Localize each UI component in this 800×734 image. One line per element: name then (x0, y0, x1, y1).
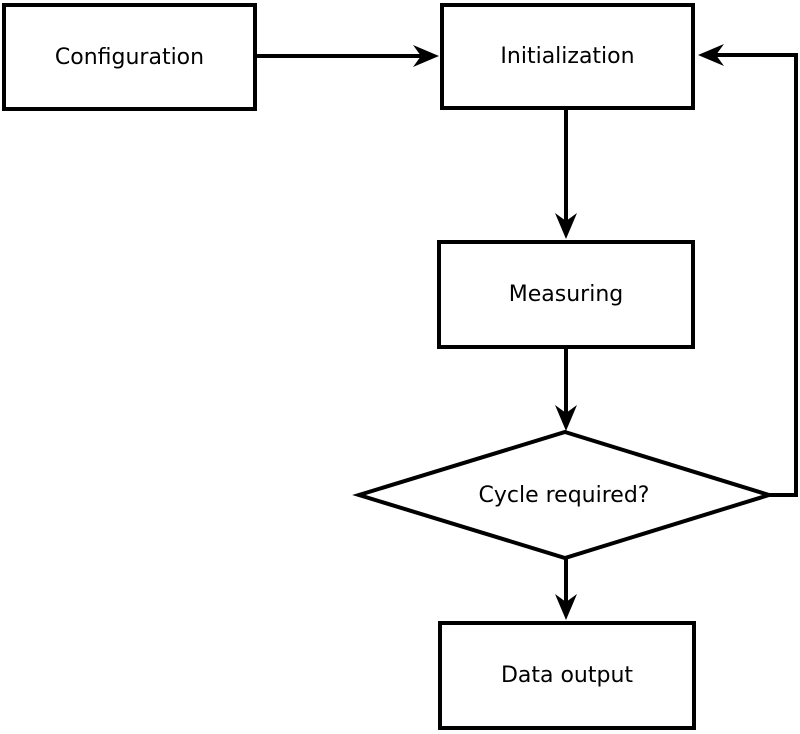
node-configuration: Configuration (2, 3, 257, 111)
node-cycle-required-label: Cycle required? (478, 482, 650, 508)
edge-measuring-to-cycle-required (555, 347, 577, 431)
node-initialization-label: Initialization (500, 44, 635, 69)
arrowhead (413, 45, 439, 67)
edge-cycle-required-loop-to-initialization (698, 44, 798, 497)
edge-cycle-required-to-data-output (555, 556, 577, 620)
node-data-output: Data output (438, 621, 696, 730)
node-measuring: Measuring (437, 240, 695, 349)
edge-loop-line (712, 53, 798, 497)
node-cycle-required: Cycle required? (414, 475, 714, 515)
edge-initialization-to-measuring (555, 110, 577, 239)
node-initialization: Initialization (440, 3, 695, 110)
node-configuration-label: Configuration (54, 44, 205, 70)
arrowhead (555, 594, 577, 620)
arrowhead (698, 44, 724, 66)
node-data-output-label: Data output (500, 663, 634, 688)
edge-configuration-to-initialization (256, 45, 439, 67)
arrowhead (555, 405, 577, 431)
arrowhead (555, 213, 577, 239)
node-measuring-label: Measuring (508, 282, 624, 307)
